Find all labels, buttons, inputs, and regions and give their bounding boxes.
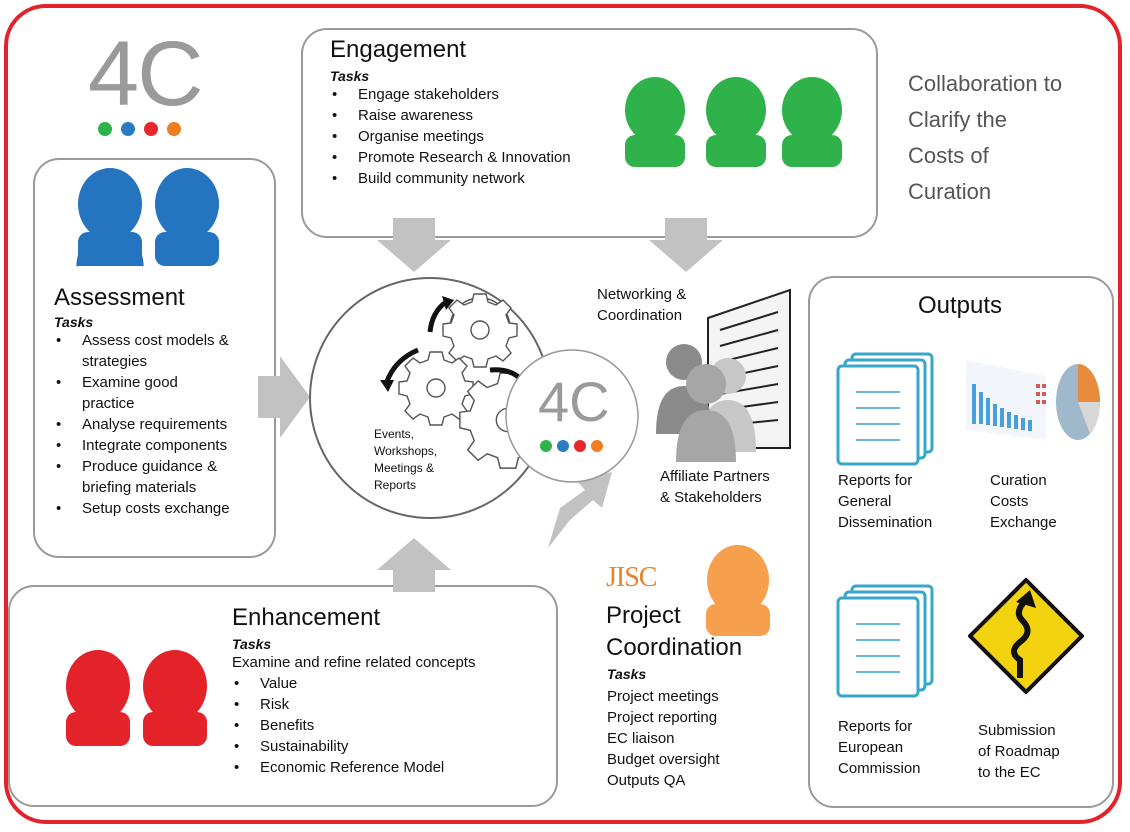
list-item: Project meetings	[607, 688, 719, 705]
list-item: Build community network	[330, 168, 571, 189]
list-item: Sustainability	[232, 736, 475, 757]
assessment-text: Assessment Tasks Assess cost models & st…	[54, 284, 269, 519]
list-item: Integrate components	[54, 435, 269, 456]
engagement-people-icon	[625, 77, 842, 167]
output-label-reports-ec: Reports for European Commission	[838, 718, 921, 777]
outputs-title: Outputs	[918, 292, 1003, 319]
center-logo-text: 4C	[538, 370, 610, 433]
small-4c-circle	[505, 349, 639, 483]
arrow-enhancement	[377, 538, 451, 592]
list-item: Benefits	[232, 715, 475, 736]
affiliates-label: Affiliate Partners & Stakeholders	[660, 468, 770, 506]
list-item: Assess cost models & strategies	[54, 330, 242, 372]
list-item: Value	[232, 673, 475, 694]
logo-dot-orange	[167, 122, 181, 136]
affiliates-people-icon	[656, 344, 756, 462]
list-item: Analyse requirements	[54, 414, 269, 435]
engagement-text: Engagement Tasks Engage stakeholders Rai…	[330, 36, 571, 189]
report-stack-icon-2	[836, 584, 934, 698]
assessment-title: Assessment	[54, 284, 185, 311]
assessment-task-list: Assess cost models & strategies Examine …	[54, 330, 269, 519]
list-item: Setup costs exchange	[54, 498, 269, 519]
chart-illustration-icon	[966, 360, 1101, 440]
list-item: EC liaison	[607, 730, 675, 747]
list-item: Outputs QA	[607, 772, 686, 789]
road-sign-icon	[968, 578, 1084, 694]
curved-arrow-top	[427, 299, 448, 333]
logo-dot-red	[144, 122, 158, 136]
list-item: Project reporting	[607, 709, 718, 726]
engagement-task-list: Engage stakeholders Raise awareness Orga…	[330, 84, 571, 189]
project-title: Project Coordination	[606, 602, 743, 661]
enhancement-intro: Examine and refine related concepts	[232, 654, 476, 671]
list-item: Economic Reference Model	[232, 757, 475, 778]
assessment-people-icon	[76, 168, 219, 267]
list-item: Promote Research & Innovation	[330, 147, 571, 168]
list-item: Engage stakeholders	[330, 84, 571, 105]
list-item: Examine good practice	[54, 372, 212, 414]
enhancement-title: Enhancement	[232, 604, 381, 631]
list-item: Produce guidance & briefing materials	[54, 456, 252, 498]
gear-left	[398, 351, 474, 426]
engagement-tasks-label: Tasks	[330, 68, 370, 84]
project-task-list: Project meetings Project reporting EC li…	[607, 686, 720, 791]
gear-top	[442, 293, 518, 368]
tagline: Collaboration to Clarify the Costs of Cu…	[908, 71, 1063, 204]
events-label: Events, Workshops, Meetings & Reports	[374, 427, 438, 492]
output-label-roadmap: Submission of Roadmap to the EC	[978, 722, 1060, 781]
enhancement-tasks-label: Tasks	[232, 636, 272, 652]
engagement-title: Engagement	[330, 36, 467, 63]
output-label-reports-general: Reports for General Dissemination	[838, 472, 933, 531]
arrow-assessment	[258, 356, 310, 438]
assessment-tasks-label: Tasks	[54, 314, 94, 330]
logo-dot-blue	[121, 122, 135, 136]
output-label-costs-exchange: Curation Costs Exchange	[990, 472, 1057, 531]
list-item: Raise awareness	[330, 105, 571, 126]
logo-dot-green	[98, 122, 112, 136]
networking-label: Networking & Coordination	[597, 286, 687, 324]
arrow-engagement-right	[649, 218, 723, 272]
list-item: Risk	[232, 694, 475, 715]
logo-text: 4C	[88, 23, 204, 125]
jisc-logo: JISC	[606, 562, 657, 593]
list-item: Organise meetings	[330, 126, 571, 147]
project-tasks-label: Tasks	[607, 666, 647, 682]
report-stack-icon-1	[836, 352, 934, 466]
arrow-to-project	[548, 472, 612, 548]
logo-4c: 4C	[88, 28, 218, 138]
project-person-icon	[706, 545, 770, 636]
outer-frame	[4, 4, 1122, 824]
enhancement-people-icon	[66, 650, 207, 746]
enhancement-text: Enhancement Tasks Examine and refine rel…	[232, 604, 475, 778]
list-item: Budget oversight	[607, 751, 720, 768]
arrow-engagement-left	[377, 218, 451, 272]
enhancement-task-list: Value Risk Benefits Sustainability Econo…	[232, 673, 475, 778]
